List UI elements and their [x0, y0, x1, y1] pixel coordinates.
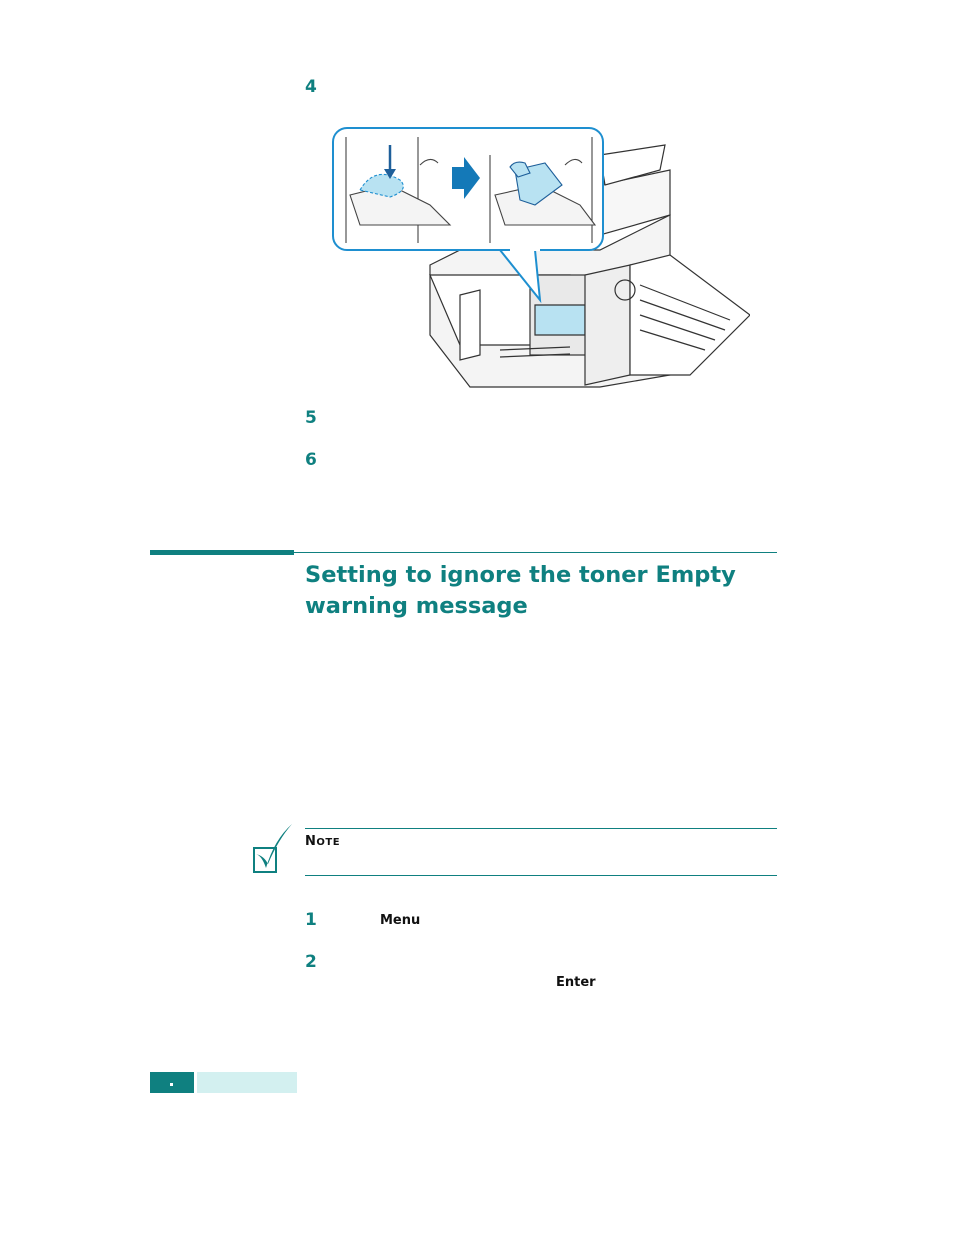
section-rule-thick — [150, 550, 294, 555]
printer-drawing — [429, 144, 750, 388]
section-rule-thin — [294, 552, 777, 553]
page-footer-bar — [197, 1072, 297, 1093]
right-arrow-icon — [452, 157, 480, 199]
callout-right-scene — [489, 137, 597, 243]
step-number-1: 1 — [305, 910, 317, 930]
page-footer-tab — [150, 1072, 194, 1093]
enter-key-label: Enter — [556, 975, 596, 990]
step-number-6: 6 — [305, 450, 317, 470]
note-rule-top — [305, 828, 777, 829]
page-footer-dot — [170, 1083, 173, 1086]
section-title: Setting to ignore the toner Empty warnin… — [305, 562, 736, 619]
checkmark-note-icon — [253, 824, 292, 873]
note-label-rest: OTE — [316, 837, 341, 848]
menu-key-label: Menu — [380, 913, 421, 928]
step-number-2: 2 — [305, 952, 317, 972]
callout-left-scene — [345, 137, 452, 243]
step-number-5: 5 — [305, 408, 317, 428]
toner-cartridge-illustration — [332, 127, 750, 388]
note-label: NOTE — [305, 834, 340, 849]
note-label-first: N — [305, 834, 317, 849]
note-rule-bottom — [305, 875, 777, 876]
step-number-4: 4 — [305, 77, 317, 97]
